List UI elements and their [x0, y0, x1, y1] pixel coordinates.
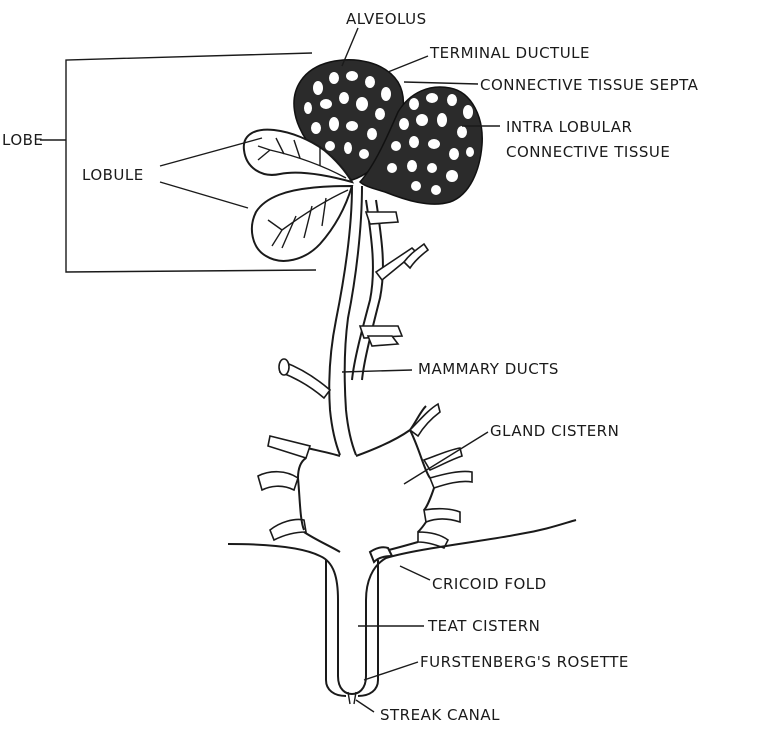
label-terminal-ductule: TERMINAL DUCTULE — [429, 44, 590, 62]
label-connective-tissue-septa: CONNECTIVE TISSUE SEPTA — [480, 76, 699, 94]
label-teat-cistern: TEAT CISTERN — [427, 617, 540, 635]
label-intra-lobular-line2: CONNECTIVE TISSUE — [506, 143, 670, 161]
label-intra-lobular-line1: INTRA LOBULAR — [506, 118, 632, 136]
label-lobule: LOBULE — [82, 166, 144, 184]
label-cricoid-fold: CRICOID FOLD — [432, 575, 547, 593]
label-streak-canal: STREAK CANAL — [380, 706, 500, 724]
label-gland-cistern: GLAND CISTERN — [490, 422, 619, 440]
gland-cistern-drawing — [258, 404, 472, 552]
label-mammary-ducts: MAMMARY DUCTS — [418, 360, 559, 378]
teat-drawing — [228, 520, 576, 704]
label-alveolus: ALVEOLUS — [346, 10, 427, 28]
label-lobe: LOBE — [2, 131, 43, 149]
label-furstenbergs-rosette: FURSTENBERG'S ROSETTE — [420, 653, 629, 671]
